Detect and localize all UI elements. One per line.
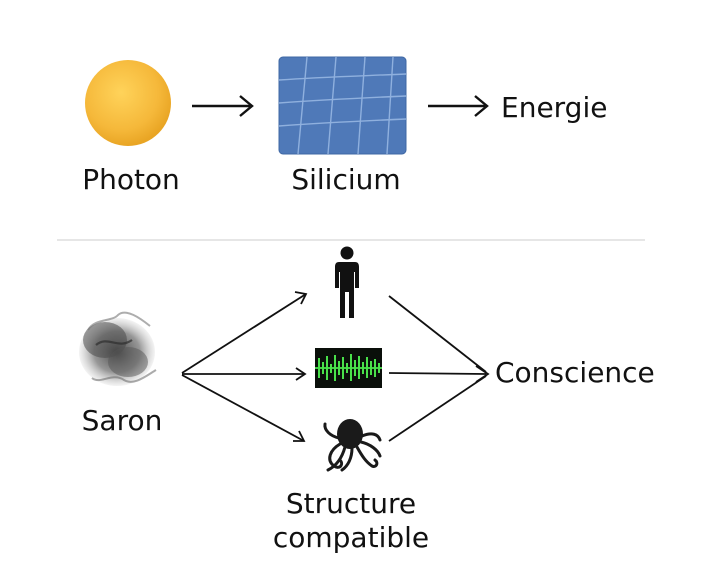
arrows-saron-to-structures xyxy=(181,291,308,442)
octopus-icon xyxy=(323,419,382,472)
structure-compatible-label: Structure compatible xyxy=(231,487,471,555)
silicium-label: Silicium xyxy=(291,163,401,196)
human-figure-icon xyxy=(335,246,359,318)
structure-label-line1: Structure xyxy=(285,487,417,520)
arrow-photon-to-silicium xyxy=(192,95,254,117)
saron-label: Saron xyxy=(81,404,163,437)
arrow-silicium-to-energie xyxy=(428,95,489,117)
sun-icon xyxy=(85,60,171,146)
solar-panel-icon xyxy=(278,56,407,155)
photon-label: Photon xyxy=(82,163,180,196)
structure-label-line2: compatible xyxy=(272,521,430,554)
energie-label: Energie xyxy=(501,91,608,124)
binary-code-icon xyxy=(315,348,382,388)
conscience-label: Conscience xyxy=(495,356,655,389)
arrows-structures-to-conscience xyxy=(388,295,490,442)
smoke-cloud-icon xyxy=(79,311,157,386)
